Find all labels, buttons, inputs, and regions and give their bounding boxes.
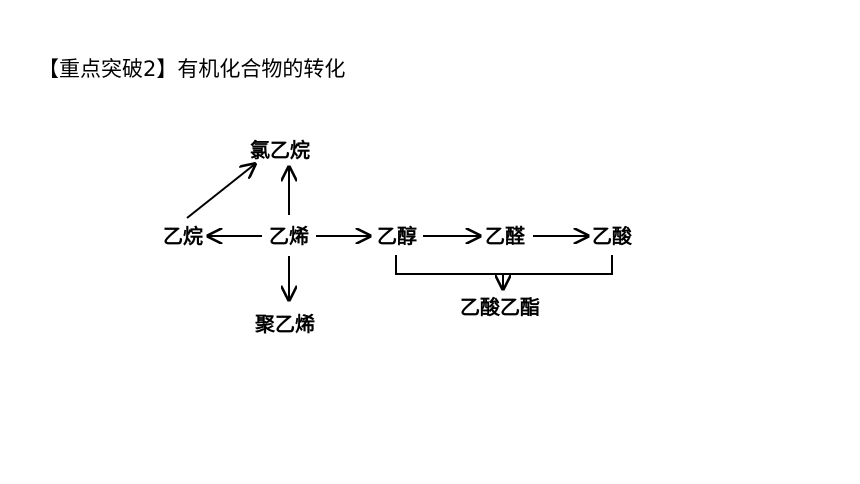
node-ethylene: 乙烯 [269,224,309,248]
node-ethanol: 乙醇 [377,224,417,248]
node-ethyl-acetate: 乙酸乙酯 [460,295,540,319]
node-acetic-acid: 乙酸 [592,224,633,248]
node-polyethylene: 聚乙烯 [254,312,315,336]
slide-title: 【重点突破2】有机化合物的转化 [38,57,346,81]
edge-ethanol-acetic-acid-to-ethyl-acetate [395,255,613,275]
node-acetaldehyde: 乙醛 [485,224,526,248]
node-chloroethane: 氯乙烷 [250,138,310,162]
edge-ethane-to-chloroethane [186,164,255,219]
node-ethane: 乙烷 [163,224,203,248]
